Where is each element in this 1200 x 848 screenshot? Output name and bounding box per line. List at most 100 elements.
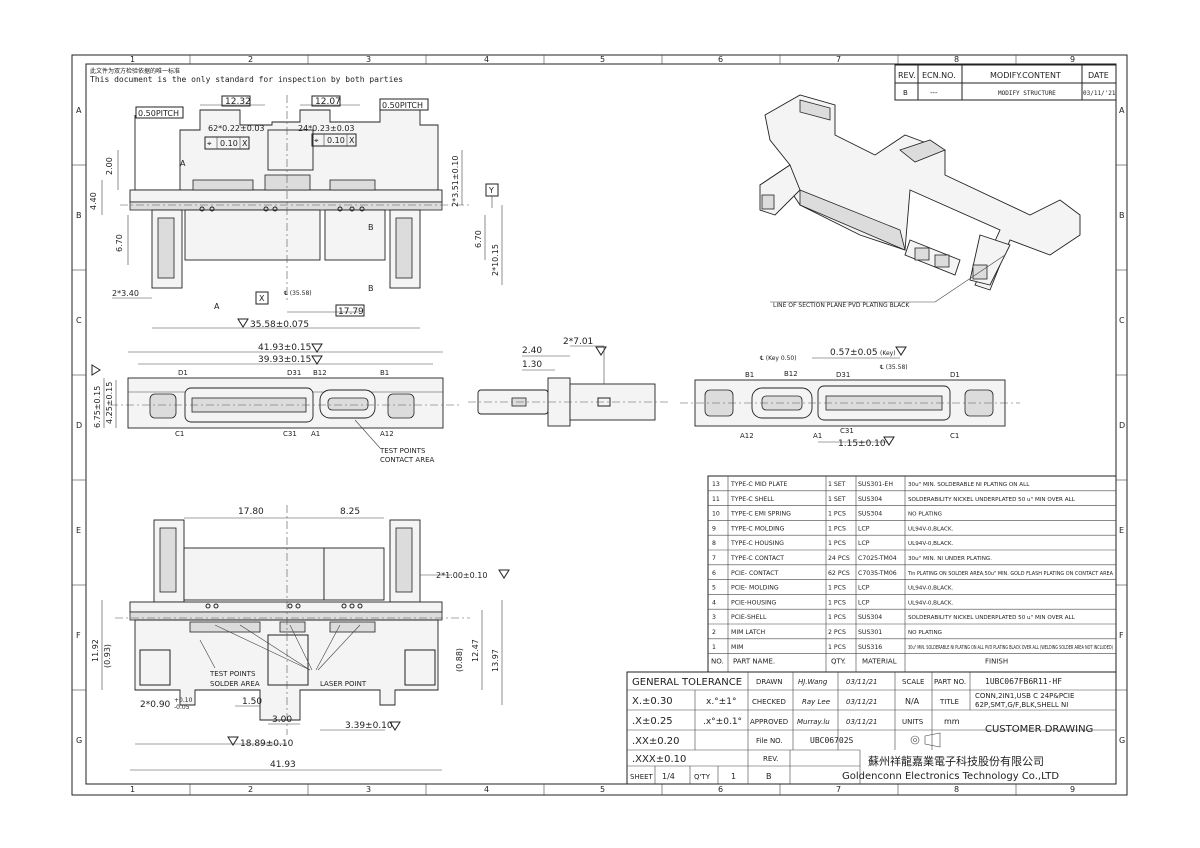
col-label: 5 xyxy=(600,55,605,64)
cl-note-rear: ℄ (35.58) xyxy=(880,364,908,371)
bottom-usbc-body xyxy=(323,547,385,601)
drawn-name: HJ.Wang xyxy=(798,678,828,686)
row-label: B xyxy=(1119,211,1125,220)
dim-8-25: 8.25 xyxy=(340,507,360,517)
sec-a-1: A xyxy=(180,159,186,168)
col-label: 3 xyxy=(366,55,371,64)
side-view xyxy=(468,377,670,427)
col-label: 4 xyxy=(484,785,489,794)
fcf-left-datum: X xyxy=(242,139,248,148)
checked-date: 03/11/21 xyxy=(846,698,877,706)
datum-x: X xyxy=(259,294,265,303)
label-d1: D1 xyxy=(178,369,188,377)
top-flange xyxy=(129,189,443,203)
bom-header: PART NAME. xyxy=(733,658,775,666)
col-label: 9 xyxy=(1070,785,1075,794)
bom-material: SUS304 xyxy=(858,496,882,503)
dim-12-47: 12.47 xyxy=(471,639,480,662)
angle-tol-1: x.°±1° xyxy=(706,697,736,707)
top-left-latch-inner xyxy=(157,217,175,279)
bom-no: 3 xyxy=(712,614,716,621)
rev-value: B xyxy=(766,772,772,781)
label-d1-rear: D1 xyxy=(950,371,960,379)
test-points-bottom: TEST POINTS xyxy=(209,670,256,678)
rev-date: 03/11/'21 xyxy=(1083,90,1116,97)
front-view xyxy=(110,377,460,429)
bom-finish: UL94V-0,BLACK. xyxy=(908,600,954,606)
rev-header: DATE xyxy=(1088,71,1109,80)
bom-material: SUS316 xyxy=(858,644,882,651)
bom-qty: 1 PCS xyxy=(828,525,846,532)
col-label: 2 xyxy=(248,785,253,794)
key-suffix: (Key) xyxy=(880,350,896,357)
scale-value: N/A xyxy=(905,697,920,706)
dim-3-39: 3.39±0.10 xyxy=(345,721,393,731)
bottom-view-dims: 17.80 8.25 2*1.00±0.10 11.92 (0.93) (0.8… xyxy=(91,507,510,771)
top-usbc-body xyxy=(324,209,386,261)
bom-finish: SOLDERABILITY NICKEL UNDERPLATED 50 u" M… xyxy=(908,615,1076,621)
rear-view xyxy=(680,379,1020,427)
label-d31: D31 xyxy=(287,369,301,377)
label-c31-rear: C31 xyxy=(840,427,854,435)
sheet-label: SHEET xyxy=(630,773,654,781)
bom-no: 5 xyxy=(712,585,716,592)
column-zones: 1 2 3 4 5 6 7 8 9 1 2 3 4 5 6 7 8 9 xyxy=(130,55,1075,795)
row-label: B xyxy=(76,211,82,220)
dim-1-15: 1.15±0.10 xyxy=(838,439,886,449)
bom-part-name: TYPE-C SHELL xyxy=(730,496,775,503)
dim-2x7-01: 2*7.01 xyxy=(563,337,593,347)
approved-label: APPROVED xyxy=(750,718,788,726)
label-c1: C1 xyxy=(175,430,184,438)
top-latch-plate xyxy=(129,201,443,211)
row-label: E xyxy=(76,526,81,535)
col-label: 8 xyxy=(954,785,959,794)
dim-4-25: 4.25±0.15 xyxy=(105,382,114,424)
dim-1-30: 1.30 xyxy=(522,360,542,370)
bom-no: 4 xyxy=(712,599,716,606)
label-b12-rear: B12 xyxy=(784,370,798,378)
bom-material: C7035-TM06 xyxy=(858,570,897,577)
usbc-contact-row xyxy=(329,179,376,191)
dim-12-07: 12.07 xyxy=(315,97,341,107)
pcie-contact-row xyxy=(192,179,254,191)
front-usbc-tongue xyxy=(327,397,369,411)
bottom-pcie-pins xyxy=(189,621,261,633)
top-view-dims: 0.50PITCH 0.50PITCH 12.32 12.07 62*0.22±… xyxy=(89,95,503,330)
dim-17-80: 17.80 xyxy=(238,507,264,517)
bom-qty: 1 PCS xyxy=(828,614,846,621)
col-label: 2 xyxy=(248,55,253,64)
bom-no: 8 xyxy=(712,540,716,547)
bom-header: FINISH xyxy=(985,658,1008,666)
dim-41-93-bottom: 41.93 xyxy=(270,760,296,770)
bom-header: NO. xyxy=(711,658,724,666)
fcf-left-tol: 0.10 xyxy=(220,139,238,148)
dim-3-00: 3.00 xyxy=(272,715,292,725)
tol-24: 24*0.23±0.03 xyxy=(298,124,355,133)
iso-usbc-port xyxy=(904,239,961,276)
bottom-body xyxy=(134,619,439,721)
bom-no: 11 xyxy=(712,496,720,503)
cl-note-top: ℄ (35.58) xyxy=(284,290,312,297)
bom-finish: UL94V-0,BLACK. xyxy=(908,586,954,592)
bom-material: SUS301 xyxy=(858,629,882,636)
datum-y: Y xyxy=(488,186,494,195)
dim-0-57: 0.57±0.05 xyxy=(830,348,878,358)
col-label: 9 xyxy=(1070,55,1075,64)
test-points-front: TEST POINTS xyxy=(379,447,426,455)
fcf-left-sym: ⌖ xyxy=(207,139,212,148)
projection-symbol xyxy=(910,732,941,748)
row-label: A xyxy=(76,106,82,115)
bom-material: SUS304 xyxy=(858,511,882,518)
sheet-value: 1/4 xyxy=(662,772,675,781)
general-tolerance: GENERAL TOLERANCE xyxy=(632,677,742,688)
bom-qty: 1 SET xyxy=(828,481,846,488)
row-label: D xyxy=(76,421,82,430)
drawn-date: 03/11/21 xyxy=(846,678,877,686)
label-b1-rear: B1 xyxy=(745,371,754,379)
dim-13-97: 13.97 xyxy=(491,649,500,672)
col-label: 8 xyxy=(954,55,959,64)
dim-pitch-right: 0.50PITCH xyxy=(382,101,423,110)
bom-finish: UL94V-0,BLACK. xyxy=(908,526,954,532)
dim-0-88: (0.88) xyxy=(455,648,464,672)
